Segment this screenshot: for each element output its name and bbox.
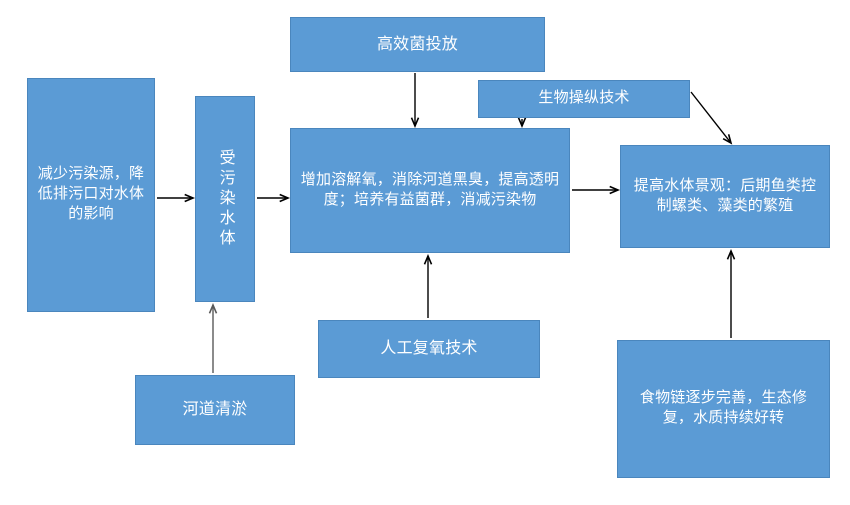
edge-polluted-to-improvement-arrowhead [279,193,291,203]
edge-biomanip-to-landscape [690,91,733,145]
edge-biomanip-to-improvement [517,117,527,129]
node-label-river-dredging: 河道清淤 [182,401,248,419]
node-label-bacteria-dosing: 高效菌投放 [376,35,458,53]
edge-dosing-to-improvement [410,73,420,129]
node-artificial-aeration[interactable]: 人工复氧技术 [318,320,540,378]
node-source-control[interactable]: 减少污染源，降低排污口对水体的影响 [27,78,155,312]
node-river-dredging[interactable]: 河道清淤 [135,375,295,445]
edge-biomanip-to-improvement-arrowhead [517,117,527,129]
node-landscape-improvement[interactable]: 提高水体景观：后期鱼类控制螺类、藻类的繁殖 [620,145,830,248]
edge-aeration-to-improvement [423,253,433,318]
node-biomanipulation[interactable]: 生物操纵技术 [478,80,690,118]
edge-polluted-to-improvement [257,193,291,203]
edge-aeration-to-improvement-arrowhead [423,253,433,265]
edge-dredging-to-polluted [208,302,218,373]
edge-foodchain-to-landscape-arrowhead [726,248,736,260]
edge-biomanip-to-landscape-arrowhead [722,134,733,145]
edge-dosing-to-improvement-arrowhead [410,117,420,129]
edge-foodchain-to-landscape [726,248,736,338]
edge-improvement-to-landscape [572,185,621,195]
node-label-food-chain: 食物链逐步完善，生态修复，水质持续好转 [639,390,808,426]
node-label-landscape-improvement: 提高水体景观：后期鱼类控制螺类、藻类的繁殖 [633,177,817,214]
node-label-source-control: 减少污染源，降低排污口对水体的影响 [37,166,145,222]
edge-source-to-polluted-arrowhead [184,193,196,203]
node-polluted-water[interactable]: 受污染水体 [195,96,255,302]
node-label-water-improvement: 增加溶解氧，消除河道黑臭，提高透明度；培养有益菌群，消减污染物 [300,171,560,208]
node-label-polluted-water: 受污染水体 [216,149,234,249]
edge-improvement-to-landscape-arrowhead [609,185,621,195]
node-label-biomanipulation: 生物操纵技术 [538,90,630,107]
edge-dredging-to-polluted-arrowhead [208,302,218,314]
node-water-improvement[interactable]: 增加溶解氧，消除河道黑臭，提高透明度；培养有益菌群，消减污染物 [290,128,570,253]
node-bacteria-dosing[interactable]: 高效菌投放 [290,17,545,72]
edge-source-to-polluted [157,193,196,203]
node-label-artificial-aeration: 人工复氧技术 [380,340,478,358]
node-food-chain[interactable]: 食物链逐步完善，生态修复，水质持续好转 [617,340,830,478]
